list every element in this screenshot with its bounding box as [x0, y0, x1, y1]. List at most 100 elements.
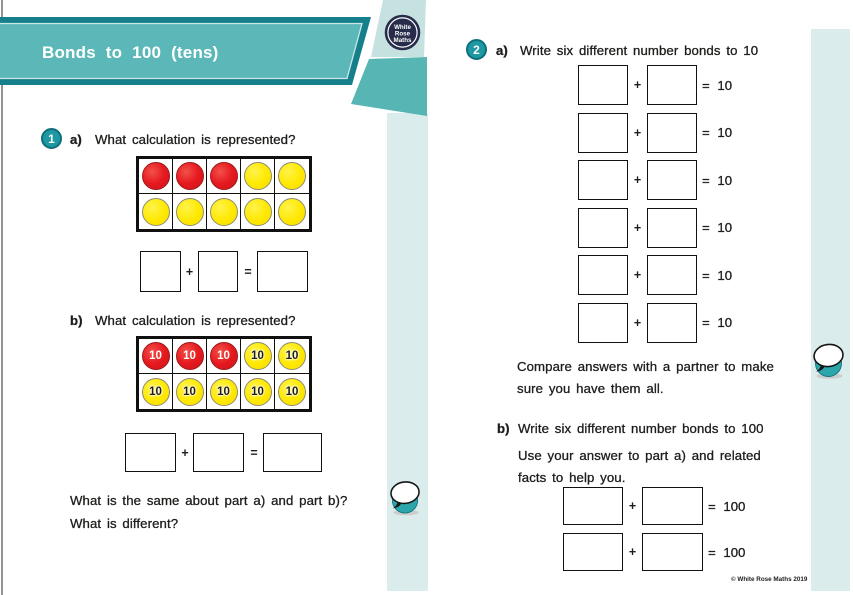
bond-result-label: = 10 [702, 172, 733, 188]
middle-decor-strip [387, 113, 428, 591]
ten-frame-cell [241, 159, 275, 194]
speech-bubble-icon [813, 343, 844, 379]
ten-frame-cell: 10 [241, 374, 275, 409]
ten-frame-cell [139, 159, 173, 194]
worksheet-title: Bonds to 100 (tens) [42, 43, 219, 62]
bond-result-label: = 100 [708, 544, 746, 560]
q1a-label: a) [70, 132, 82, 147]
yellow-counter [209, 197, 238, 226]
yellow-counter: 10 [278, 377, 306, 406]
q1b-plus-sign: + [181, 445, 189, 460]
bond-result-label: = 10 [702, 315, 733, 330]
ten-frame-cell [275, 159, 309, 194]
question-2-badge: 2 [466, 39, 487, 60]
ten-frame-cell: 10 [275, 339, 309, 374]
q1-same-question: What is the same about part a) and part … [70, 493, 348, 508]
q2b-hint-line2: facts to help you. [518, 470, 626, 485]
ten-frame-a [136, 156, 312, 232]
red-counter [175, 162, 204, 190]
right-decor-strip [811, 29, 850, 591]
bond-result-label: = 10 [702, 267, 733, 283]
ten-frame-cell: 10 [207, 374, 241, 409]
q1a-question: What calculation is represented? [95, 132, 296, 147]
logo-line2: Rose [395, 30, 411, 37]
bond-result-label: = 10 [702, 125, 733, 140]
ten-frame-cell: 10 [139, 374, 173, 409]
yellow-counter: 10 [278, 342, 306, 370]
ten-frame-cell: 10 [275, 374, 309, 409]
q1b-label: b) [70, 313, 83, 328]
white-rose-maths-logo: White Rose Maths [384, 14, 421, 51]
bond-answer-box-1 [578, 65, 628, 105]
q1b-equals-sign: = [250, 445, 258, 460]
bond-answer-box-2 [647, 255, 697, 295]
bond-answer-box-1 [578, 255, 628, 295]
speech-bubble-icon [390, 481, 420, 516]
red-counter: 10 [175, 342, 204, 370]
bond-answer-box-2 [647, 302, 697, 343]
yellow-counter [278, 162, 306, 190]
ten-frame-cell [207, 159, 241, 194]
bond-plus-sign: + [633, 220, 642, 235]
q2-compare-line1: Compare answers with a partner to make [517, 359, 774, 374]
bond-plus-sign: + [628, 545, 637, 559]
bond-answer-box-2 [647, 65, 697, 105]
ten-frame-cell [241, 194, 275, 229]
question-1-badge: 1 [41, 128, 62, 149]
yellow-counter: 10 [209, 377, 238, 406]
yellow-counter: 10 [243, 342, 272, 370]
ten-frame-cell: 10 [139, 339, 173, 374]
ten-frame-cell [275, 194, 309, 229]
bond-result-label: = 100 [708, 498, 746, 514]
bond-answer-box-1 [563, 533, 623, 571]
q2a-question: Write six different number bonds to 10 [520, 43, 759, 58]
bond-answer-box-1 [578, 112, 628, 153]
q2a-label: a) [496, 43, 508, 58]
q2b-label: b) [497, 421, 510, 436]
yellow-counter: 10 [243, 377, 272, 406]
q1a-plus-sign: + [185, 264, 194, 279]
ten-frame-cell [173, 194, 207, 229]
yellow-counter [141, 197, 170, 226]
bond-plus-sign: + [633, 268, 642, 282]
q2b-hint-line1: Use your answer to part a) and related [518, 448, 761, 463]
red-counter [209, 162, 238, 190]
bond-plus-sign: + [633, 125, 642, 140]
yellow-counter [243, 162, 272, 190]
bond-answer-box-2 [642, 533, 703, 571]
yellow-counter: 10 [175, 377, 204, 406]
q1a-equals-sign: = [244, 264, 252, 279]
yellow-counter [175, 197, 204, 226]
bond-plus-sign: + [633, 315, 642, 330]
ten-frame-cell: 10 [173, 374, 207, 409]
q2-compare-line2: sure you have them all. [517, 381, 664, 396]
bond-plus-sign: + [633, 78, 642, 92]
q1a-answer-box-1 [140, 251, 181, 292]
q1a-answer-box-2 [198, 251, 238, 292]
red-counter: 10 [141, 342, 170, 370]
decor-teal-ribbon [351, 57, 427, 116]
yellow-counter: 10 [141, 377, 170, 406]
q1a-answer-box-3 [257, 251, 308, 292]
q1b-question: What calculation is represented? [95, 313, 296, 328]
yellow-counter [243, 197, 272, 226]
title-banner-inner [0, 22, 363, 80]
ten-frame-cell: 10 [241, 339, 275, 374]
bond-answer-box-2 [647, 160, 697, 200]
q1-different-question: What is different? [70, 516, 179, 531]
logo-line1: White [394, 24, 411, 31]
bond-result-label: = 10 [702, 77, 733, 93]
header-decoration [0, 0, 427, 116]
bond-answer-box-2 [647, 207, 697, 248]
bond-plus-sign: + [628, 499, 637, 513]
page-left-edge [1, 0, 3, 595]
bond-result-label: = 10 [702, 220, 733, 235]
bond-plus-sign: + [633, 173, 642, 187]
bond-answer-box-1 [563, 487, 623, 525]
bond-answer-box-2 [647, 112, 697, 153]
bond-answer-box-1 [578, 302, 628, 343]
ten-frame-cell [173, 159, 207, 194]
bond-answer-box-1 [578, 160, 628, 200]
q1b-answer-box-3 [263, 433, 322, 472]
